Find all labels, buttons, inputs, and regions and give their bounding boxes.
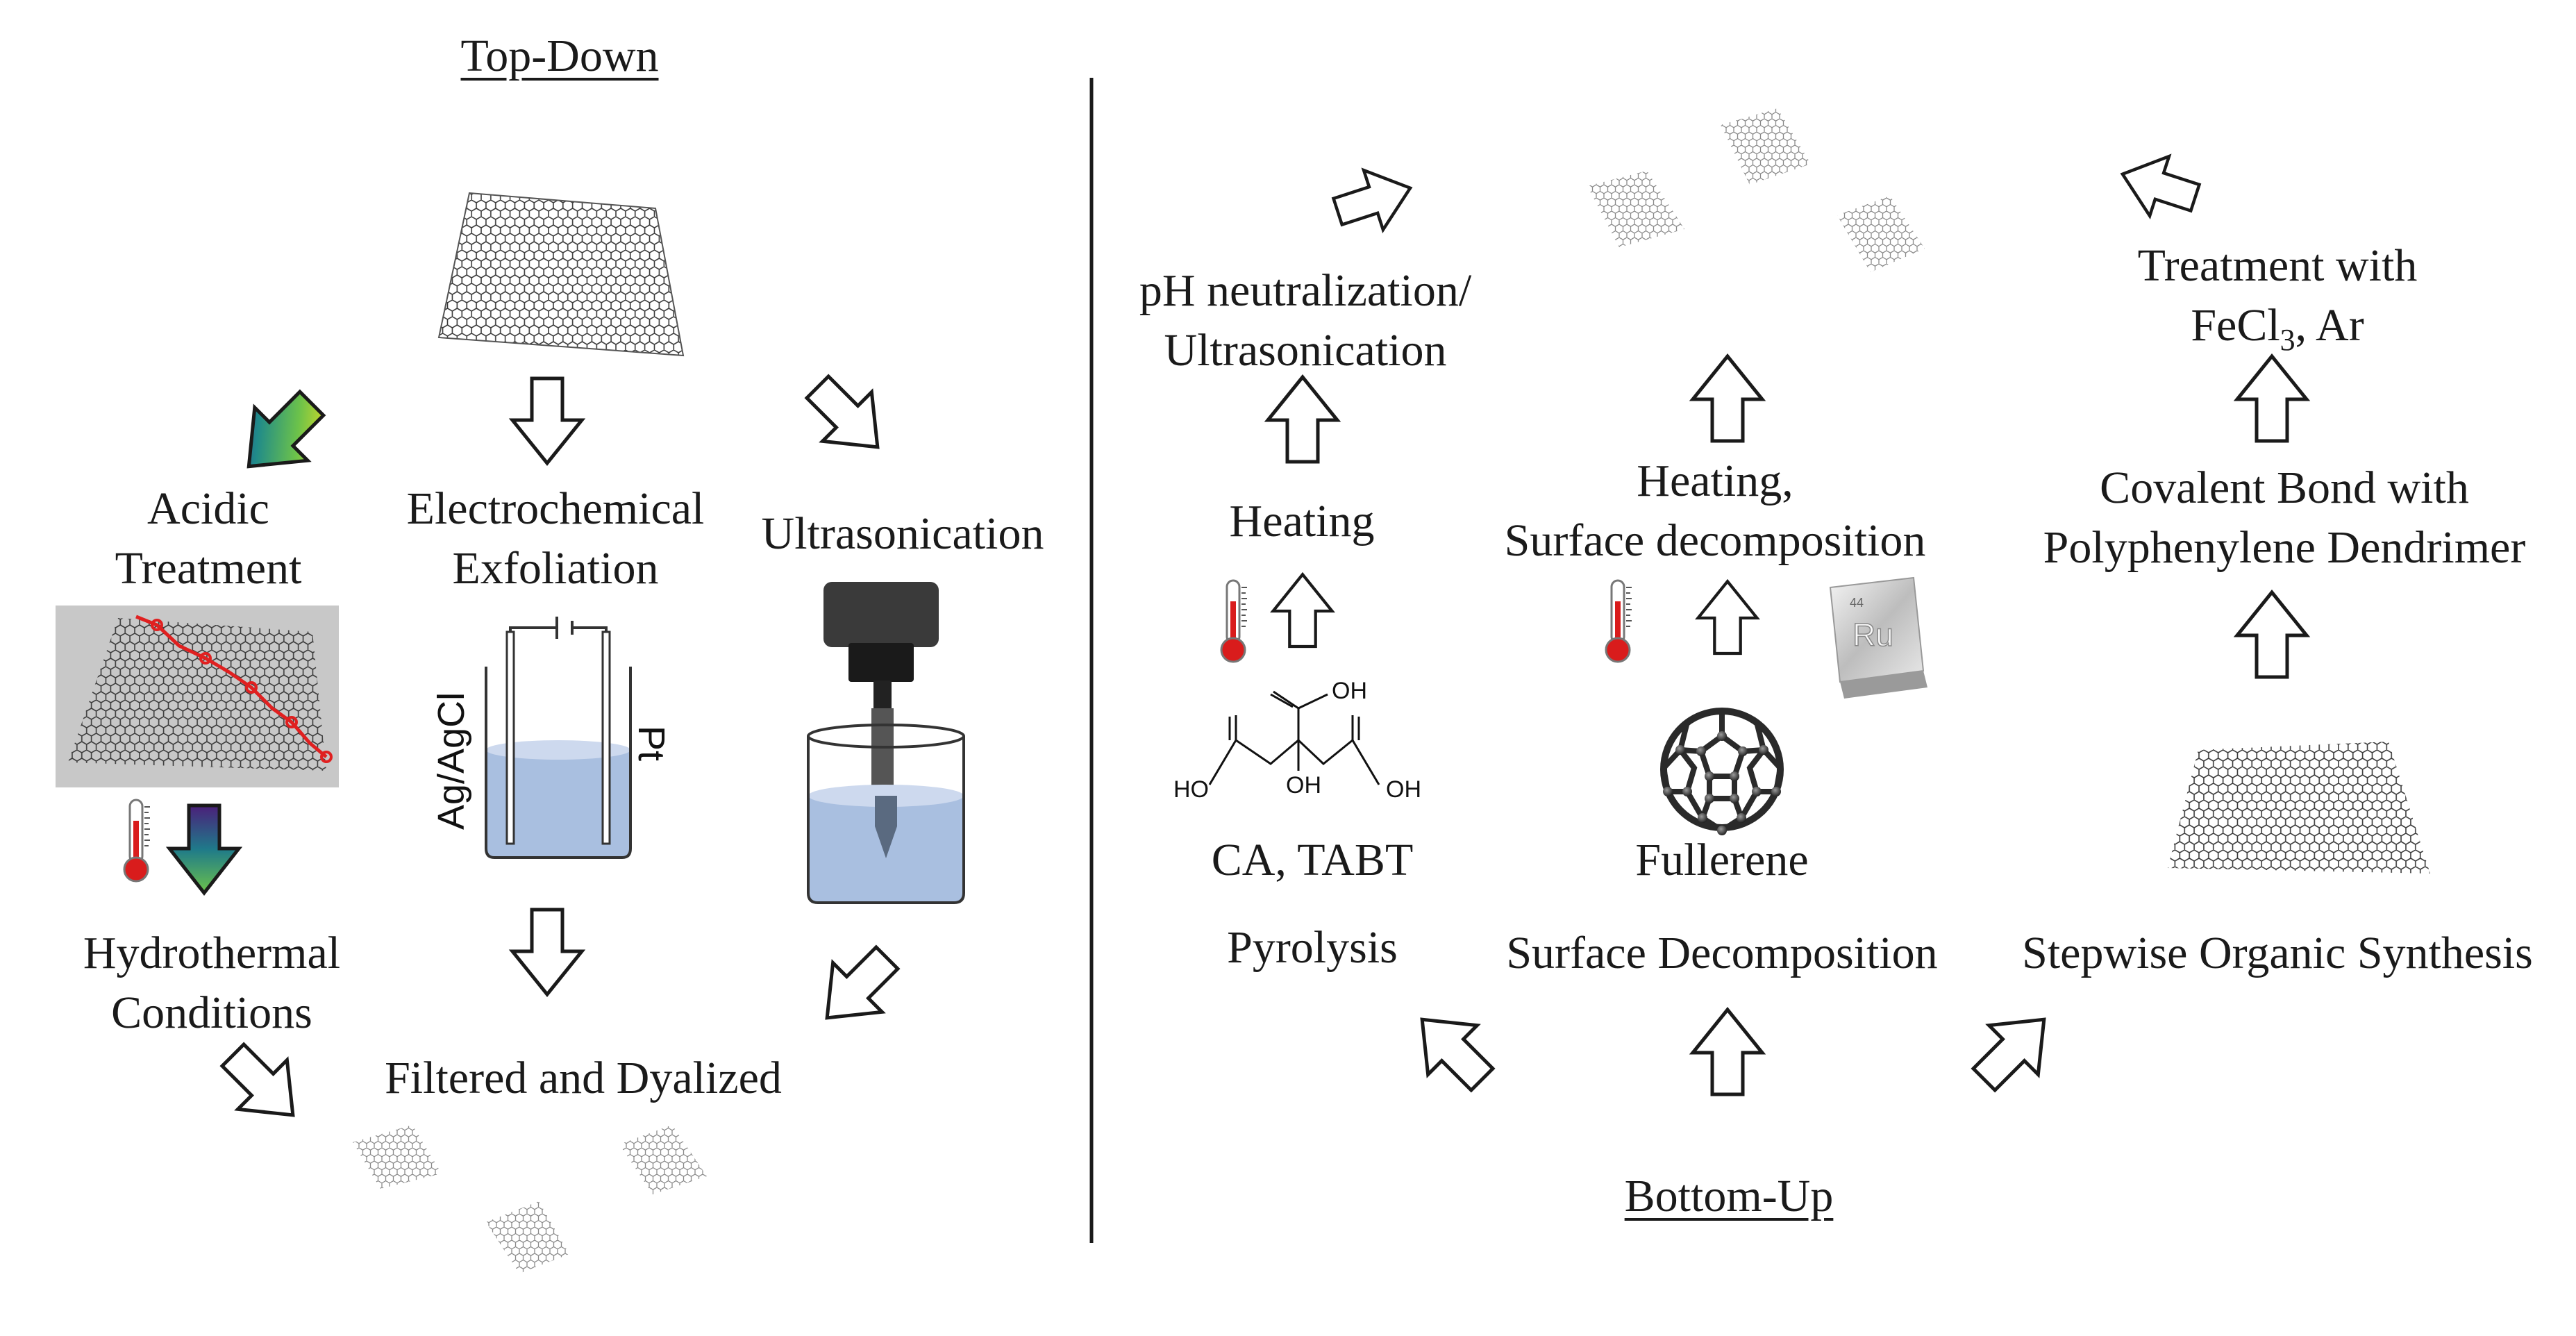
covalent-bond-label: Covalent Bond with Polyphenylene Dendrim… <box>2027 458 2541 578</box>
arrow-up-ph-icon <box>1268 377 1337 462</box>
ru-symbol-label: Ru <box>1852 617 1893 653</box>
graphene-sheet-stepwise-icon <box>2168 742 2430 874</box>
arrow-diagonal-pyrolysis-icon <box>1398 995 1507 1104</box>
gradient-down-arrow-icon <box>165 803 243 896</box>
fullerene-icon <box>1660 708 1784 835</box>
covalent-line1: Covalent Bond with <box>2100 462 2469 513</box>
arrow-diagonal-ultra-icon <box>793 362 902 471</box>
treatment-line2: FeCl3, Ar <box>2090 296 2465 370</box>
filtered-dyalized-label: Filtered and Dyalized <box>385 1053 782 1103</box>
pyrolysis-label: Pyrolysis <box>1227 922 1398 973</box>
thermometer-icon <box>123 799 151 883</box>
thermometer-surface-icon <box>1605 579 1633 663</box>
ph-line2: Ultrasonication <box>1164 325 1447 376</box>
arrow-diagonal-hydro-icon <box>208 1030 317 1139</box>
top-down-title: Top-Down <box>460 31 659 81</box>
chem-oh-mid: OH <box>1286 772 1321 799</box>
arrow-diagonal-filter-icon <box>803 933 912 1042</box>
arrow-up-surface-top-icon <box>1693 356 1762 441</box>
graphene-flakes-bottom-icon <box>353 1125 707 1274</box>
fecl-prefix: FeCl <box>2191 300 2280 351</box>
ph-neutralization-label: pH neutralization/ Ultrasonication <box>1118 261 1493 381</box>
ultrasonication-beaker-icon <box>807 724 965 904</box>
hydro-line2: Conditions <box>111 987 312 1038</box>
acidic-line1: Acidic <box>147 483 269 534</box>
fecl-suffix: , Ar <box>2295 300 2364 351</box>
arrow-up-surface-bottom-icon <box>1693 1010 1762 1094</box>
acidic-line2: Treatment <box>115 543 302 594</box>
gradient-arrow-icon <box>246 389 326 469</box>
treatment-fecl3-label: Treatment with FeCl3, Ar <box>2090 236 2465 370</box>
electrode-right-label: Pt <box>630 726 672 761</box>
hydro-line1: Hydrothermal <box>83 928 341 978</box>
arrow-diagonal-stepwise-icon <box>1959 995 2068 1104</box>
arrow-right-top-icon <box>1328 158 1420 242</box>
graphene-flakes-top-icon <box>1587 108 1925 272</box>
chem-ho-left: HO <box>1173 776 1209 803</box>
electro-line2: Exfoliation <box>452 543 659 594</box>
arrow-left-top-icon <box>2113 144 2205 228</box>
citric-acid-structure-icon <box>1208 690 1380 785</box>
ruthenium-tile-icon: 44 Ru <box>1829 576 1927 699</box>
electrochemical-beaker-icon <box>485 617 632 859</box>
heating-label: Heating <box>1229 496 1375 546</box>
arrow-down-electro-icon <box>512 378 582 463</box>
heating-surface-line2: Surface decomposition <box>1504 515 1926 566</box>
covalent-line2: Polyphenylene Dendrimer <box>2043 522 2526 573</box>
thermometer-heating-icon <box>1220 579 1248 663</box>
chem-oh-right: OH <box>1386 776 1421 803</box>
fullerene-label: Fullerene <box>1635 835 1809 885</box>
treatment-line1: Treatment with <box>2137 240 2418 291</box>
ph-line1: pH neutralization/ <box>1139 265 1472 316</box>
arrow-up-surface-mid-icon <box>1698 581 1757 653</box>
ca-tabt-label: CA, TABT <box>1211 835 1414 885</box>
electrochemical-exfoliation-label: Electrochemical Exfoliation <box>368 479 743 599</box>
ru-number-label: 44 <box>1850 596 1864 610</box>
chem-oh-top: OH <box>1332 678 1367 704</box>
surface-decomposition-label: Surface Decomposition <box>1506 928 1938 978</box>
ultrasonication-label: Ultrasonication <box>761 508 1044 559</box>
arrow-up-heating-icon <box>1273 574 1332 646</box>
graphene-sheet-icon <box>437 192 685 357</box>
bottom-up-title: Bottom-Up <box>1624 1171 1834 1221</box>
electro-line1: Electrochemical <box>406 483 705 534</box>
heating-surface-line1: Heating, <box>1637 456 1793 506</box>
arrow-up-covalent-icon <box>2237 592 2307 677</box>
hydrothermal-conditions-label: Hydrothermal Conditions <box>56 924 368 1043</box>
arrow-down-filtered-icon <box>512 910 582 994</box>
oxidized-graphene-panel-icon <box>56 606 339 787</box>
fecl-sub: 3 <box>2280 323 2295 358</box>
electrode-left-label: Ag/AgCl <box>430 692 472 830</box>
stepwise-synthesis-label: Stepwise Organic Synthesis <box>2022 928 2533 978</box>
heating-surface-label: Heating, Surface decomposition <box>1479 451 1951 571</box>
acidic-treatment-label: Acidic Treatment <box>104 479 312 599</box>
